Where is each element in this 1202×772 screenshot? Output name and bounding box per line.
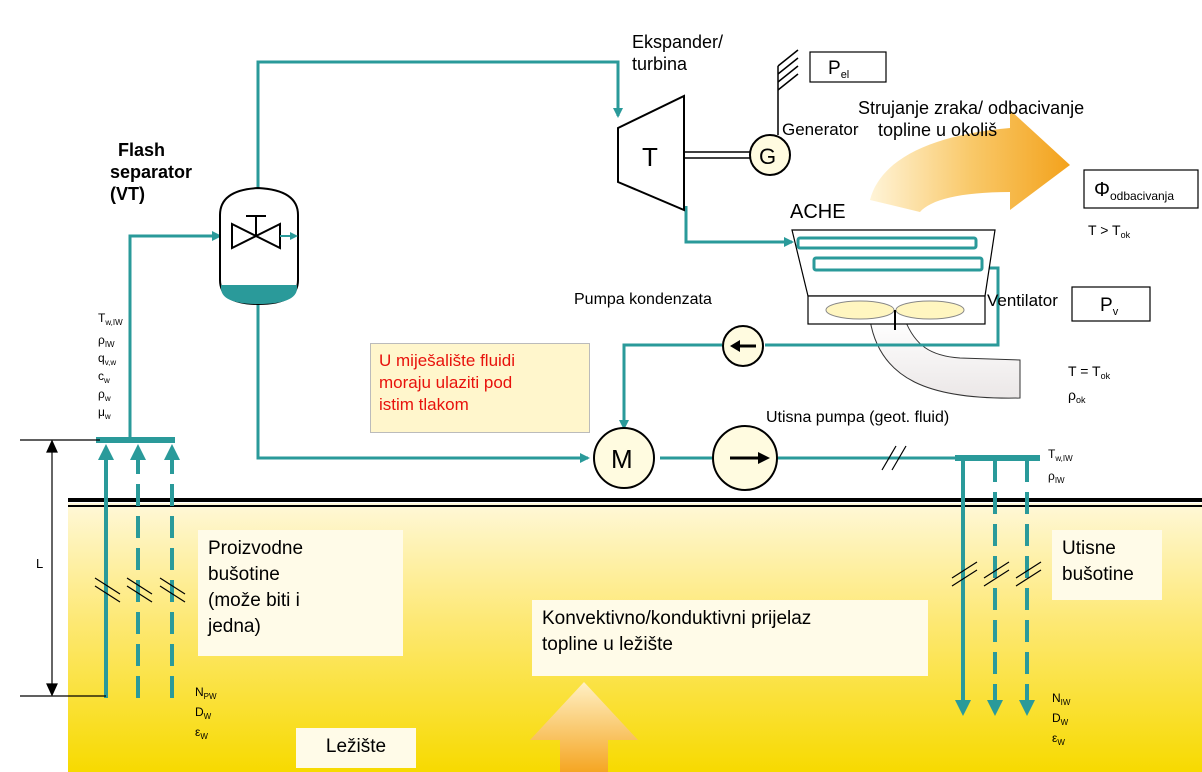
svg-text:Tw,IW: Tw,IW	[98, 311, 123, 327]
length-label: L	[36, 556, 43, 571]
note-line-3: istim tlakom	[379, 395, 469, 414]
svg-text:εW: εW	[1052, 731, 1065, 747]
mixer-pressure-note: U miješalište fluidi moraju ulaziti pod …	[370, 343, 590, 433]
air-flow-arrow	[869, 319, 1021, 399]
production-wells-line-2: bušotine	[208, 564, 280, 585]
svg-text:qv,w: qv,w	[98, 351, 116, 367]
injection-wells-line-2: bušotine	[1062, 564, 1134, 585]
mixer	[593, 427, 655, 489]
flash-separator-label: Flash separator (VT)	[110, 140, 197, 204]
heat-transfer-line-1: Konvektivno/konduktivni prijelaz	[542, 608, 812, 629]
t-gt-label: T > Tok	[1088, 222, 1131, 240]
svg-text:ρIW: ρIW	[98, 333, 115, 349]
injection-parameters: Tw,IW ρIW	[1048, 447, 1073, 485]
injection-wells	[955, 460, 1035, 716]
svg-text:cw: cw	[98, 369, 110, 385]
power-lines	[777, 49, 799, 135]
length-dimension	[20, 439, 106, 697]
p-el-box	[809, 51, 887, 83]
production-wells-line-3: (može biti i	[208, 590, 300, 611]
svg-text:DW: DW	[1052, 711, 1069, 727]
injection-wells-line-1: Utisne	[1062, 538, 1116, 559]
production-wells-box: Proizvodne bušotine (može biti i jedna)	[198, 530, 403, 656]
mixer-letter: M	[611, 444, 633, 474]
air-flow-label: Strujanje zraka/ odbacivanje topline u o…	[858, 98, 1089, 140]
ache-unit	[791, 229, 996, 330]
heat-transfer-line-2: topline u ležište	[542, 634, 673, 655]
svg-text:Pel: Pel	[828, 58, 849, 81]
heat-transfer-box: Konvektivno/konduktivni prijelaz topline…	[532, 600, 928, 676]
condensate-pump-label: Pumpa kondenzata	[574, 291, 712, 308]
heat-up-arrow	[530, 682, 638, 772]
svg-text:NPW: NPW	[195, 685, 217, 701]
turbine	[617, 94, 685, 212]
svg-text:Pv: Pv	[1100, 295, 1119, 318]
svg-text:ρIW: ρIW	[1048, 469, 1065, 485]
generator	[749, 134, 791, 176]
svg-text:Φodbacivanja: Φodbacivanja	[1094, 179, 1174, 203]
turbine-letter: T	[642, 142, 658, 172]
pipes	[128, 60, 1000, 460]
generator-label: Generator	[782, 120, 859, 139]
note-line-2: moraju ulaziti pod	[379, 373, 513, 392]
rho-ok-label: ρok	[1068, 387, 1086, 405]
injection-bottom-parameters: NIW DW εW	[1052, 691, 1071, 747]
ventilator-label: Ventilator	[987, 291, 1058, 310]
svg-text:μw: μw	[98, 405, 111, 421]
svg-text:ρw: ρw	[98, 387, 111, 403]
t-eq-label: T = Tok	[1068, 363, 1111, 381]
svg-text:εW: εW	[195, 725, 208, 741]
injection-wells-box: Utisne bušotine	[1052, 530, 1162, 600]
generator-letter: G	[759, 144, 776, 169]
production-wells	[98, 444, 180, 698]
production-wells-line-4: jedna)	[208, 616, 261, 637]
svg-text:Tw,IW: Tw,IW	[1048, 447, 1073, 463]
phi-box	[1083, 169, 1199, 209]
note-line-1: U miješalište fluidi	[379, 351, 516, 370]
ache-label: ACHE	[790, 201, 846, 223]
reservoir-box: Ležište	[296, 728, 416, 768]
flash-separator	[219, 186, 299, 306]
injection-pump-label: Utisna pumpa (geot. fluid)	[766, 409, 949, 426]
production-parameters: Tw,IW ρIW qv,w cw ρw μw	[98, 311, 123, 421]
svg-text:NIW: NIW	[1052, 691, 1071, 707]
p-v-box	[1071, 286, 1151, 322]
production-wells-line-1: Proizvodne	[208, 538, 304, 559]
heat-rejection-arrow	[870, 110, 1070, 212]
production-bottom-parameters: NPW DW εW	[195, 685, 217, 741]
svg-text:DW: DW	[195, 705, 212, 721]
reservoir-label: Ležište	[325, 736, 387, 757]
expander-label: Ekspander/ turbina	[632, 32, 728, 74]
